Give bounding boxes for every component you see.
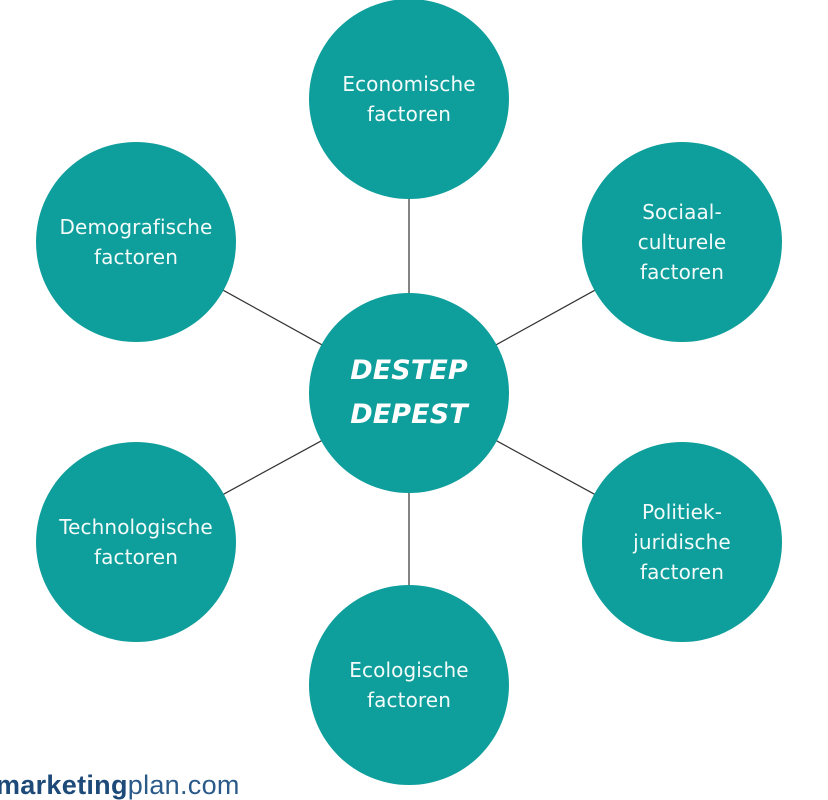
node-label-line: factoren: [640, 260, 724, 284]
center-label-line-1: DESTEP: [350, 355, 468, 386]
node-label-line: factoren: [640, 560, 724, 584]
node-technologische-factoren: Technologische factoren: [36, 442, 236, 642]
center-node-destep: DESTEP DEPEST: [309, 293, 509, 493]
node-label-line: Sociaal-: [642, 200, 722, 224]
connector-line-sociaal-cultureel: [494, 288, 597, 347]
node-label-line: Politiek-: [641, 500, 723, 524]
node-label-line: factoren: [367, 688, 451, 712]
logo-bold-part: marketing: [0, 770, 128, 800]
node-label-line: factoren: [367, 102, 451, 126]
center-label-line-2: DEPEST: [350, 399, 468, 430]
connector-line-politiek-juridisch: [494, 439, 597, 496]
node-label-line: Technologische: [59, 515, 213, 539]
node-politiek-juridische-factoren: Politiek- juridische factoren: [582, 442, 782, 642]
node-label-line: factoren: [94, 545, 178, 569]
logo-light-part: plan.com: [127, 770, 240, 800]
node-sociaal-culturele-factoren: Sociaal- culturele factoren: [582, 142, 782, 342]
connector-line-technologisch: [221, 439, 324, 496]
node-label-line: Ecologische: [349, 658, 469, 682]
node-economische-factoren: Economische factoren: [309, 0, 509, 199]
node-ecologische-factoren: Ecologische factoren: [309, 585, 509, 785]
marketingplan-logo: marketingplan.com: [0, 770, 240, 800]
node-label-line: juridische: [633, 530, 731, 554]
connector-line-demografisch: [221, 288, 324, 347]
node-demografische-factoren: Demografische factoren: [36, 142, 236, 342]
node-label-line: culturele: [637, 230, 727, 254]
node-label-line: factoren: [94, 245, 178, 269]
node-label-line: Economische: [342, 72, 476, 96]
node-label-line: Demografische: [59, 215, 213, 239]
